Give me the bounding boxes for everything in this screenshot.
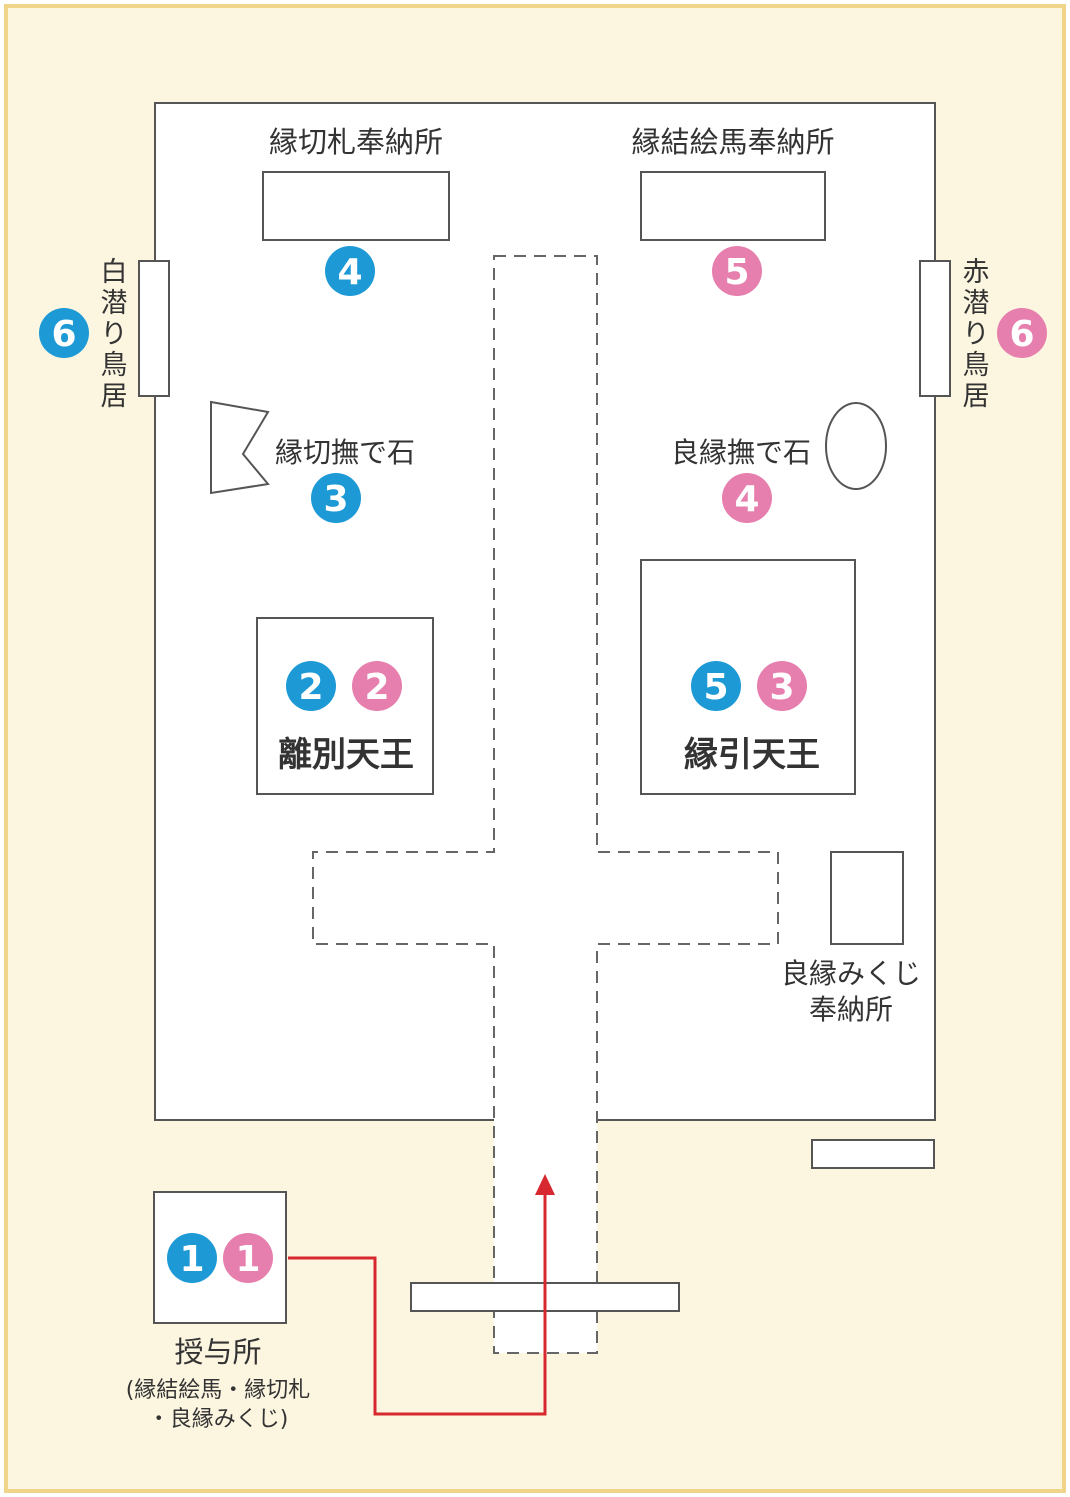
aka-torii-gate xyxy=(919,260,951,397)
marker-number: 2 xyxy=(298,667,323,708)
juyosho-items-line2: ・良縁みくじ) xyxy=(148,1407,289,1432)
aka-torii-label: 赤 潜 り 鳥 居 xyxy=(963,257,990,412)
marker-blue-fuda: 4 xyxy=(325,246,375,296)
marker-number: 4 xyxy=(337,252,362,293)
marker-disc xyxy=(757,661,807,711)
marker-disc xyxy=(712,246,762,296)
marker-disc xyxy=(352,661,402,711)
marker-disc xyxy=(39,308,89,358)
outer-structure-right xyxy=(811,1139,935,1169)
marker-disc xyxy=(691,661,741,711)
juyosho-label: 授与所 xyxy=(174,1335,261,1369)
marker-pink-ribetsu: 2 xyxy=(352,661,402,711)
marker-disc xyxy=(167,1233,217,1283)
enkiri-fuda-offering-box xyxy=(262,171,450,241)
marker-disc xyxy=(325,246,375,296)
aka-torii-char: り xyxy=(963,319,990,350)
marker-number: 6 xyxy=(51,314,76,355)
marker-pink-enbiki: 3 xyxy=(757,661,807,711)
marker-disc xyxy=(997,308,1047,358)
aka-torii-char: 鳥 xyxy=(963,350,990,381)
omikuji-label-line2: 奉納所 xyxy=(809,993,893,1026)
marker-number: 4 xyxy=(734,479,759,520)
route-arrowhead xyxy=(535,1174,555,1195)
route-line xyxy=(288,1193,547,1416)
shiro-torii-label: 白 潜 り 鳥 居 xyxy=(101,257,128,412)
marker-number: 1 xyxy=(179,1239,204,1280)
marker-blue-enbiki: 5 xyxy=(691,661,741,711)
enmusubi-ema-label: 縁結絵馬奉納所 xyxy=(631,125,834,159)
marker-pink-juyo: 1 xyxy=(223,1233,273,1283)
shiro-torii-char: 白 xyxy=(101,257,128,288)
marker-number: 6 xyxy=(1009,314,1034,355)
marker-blue-stone: 3 xyxy=(311,473,361,523)
shiro-torii-char: り xyxy=(101,319,128,350)
marker-number: 5 xyxy=(703,667,728,708)
shiro-torii-char: 潜 xyxy=(101,288,128,319)
aka-torii-char: 赤 xyxy=(963,257,990,288)
marker-number: 2 xyxy=(364,667,389,708)
ribetsu-tenno-label: 離別天王 xyxy=(278,735,414,775)
ribetsu-tenno-shrine xyxy=(256,617,434,795)
marker-blue-torii: 6 xyxy=(39,308,89,358)
marker-number: 1 xyxy=(235,1239,260,1280)
marker-number: 5 xyxy=(724,252,749,293)
marker-number: 3 xyxy=(769,667,794,708)
omikuji-offering-box xyxy=(830,851,904,945)
enbiki-tenno-shrine xyxy=(640,559,856,795)
marker-disc xyxy=(286,661,336,711)
shiro-torii-char: 鳥 xyxy=(101,350,128,381)
marker-pink-ema: 5 xyxy=(712,246,762,296)
shiro-torii-gate xyxy=(138,260,170,397)
ryoen-stone-shape xyxy=(825,402,887,490)
marker-disc xyxy=(311,473,361,523)
omikuji-label-line1: 良縁みくじ xyxy=(781,957,921,990)
aka-torii-char: 居 xyxy=(963,381,990,412)
marker-disc xyxy=(223,1233,273,1283)
enkiri-fuda-label: 縁切札奉納所 xyxy=(269,125,443,159)
enkiri-stone-shape xyxy=(210,400,270,495)
approach-path-fill xyxy=(313,256,778,1353)
marker-disc xyxy=(722,473,772,523)
ryoen-stone-label: 良縁撫で石 xyxy=(671,436,811,469)
marker-blue-juyo: 1 xyxy=(167,1233,217,1283)
juyosho-items-line1: (縁結絵馬・縁切札 xyxy=(126,1378,311,1403)
shiro-torii-char: 居 xyxy=(101,381,128,412)
marker-blue-ribetsu: 2 xyxy=(286,661,336,711)
marker-pink-stone: 4 xyxy=(722,473,772,523)
enmusubi-ema-offering-box xyxy=(640,171,826,241)
enkiri-stone-label: 縁切撫で石 xyxy=(275,436,415,469)
enbiki-tenno-label: 縁引天王 xyxy=(684,735,820,775)
approach-path-outline xyxy=(312,255,779,1354)
marker-number: 3 xyxy=(323,479,348,520)
aka-torii-char: 潜 xyxy=(963,288,990,319)
marker-pink-torii: 6 xyxy=(997,308,1047,358)
